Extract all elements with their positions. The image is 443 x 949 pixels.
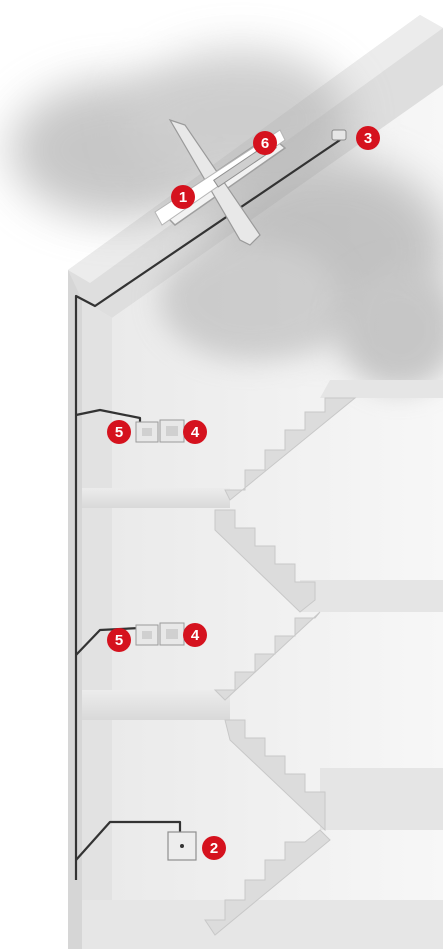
upper-smoke-detector-marker: 4: [183, 420, 207, 444]
landing-top-right: [320, 380, 443, 398]
floor-slab-ground: [82, 900, 443, 949]
inner-left-wall: [82, 300, 112, 949]
landing-mid-right: [300, 580, 443, 612]
floor-slab-upper: [82, 488, 230, 508]
rain-wind-sensor-icon: [332, 130, 346, 140]
lower-devices: [136, 623, 184, 645]
actuator-marker-number: 6: [261, 135, 269, 152]
control-panel-marker: 2: [202, 836, 226, 860]
rain-wind-sensor-marker: 3: [356, 126, 380, 150]
lower-vent-switch-marker-number: 5: [115, 632, 123, 649]
roof-vent-window-marker: 1: [171, 185, 195, 209]
upper-vent-switch-marker: 5: [107, 420, 131, 444]
lower-smoke-detector-marker: 4: [183, 623, 207, 647]
upper-devices: [136, 420, 184, 442]
lower-vent-switch-marker: 5: [107, 628, 131, 652]
lower-smoke-detector-marker-number: 4: [191, 627, 200, 644]
control-panel-icon: [168, 832, 196, 860]
upper-smoke-detector-marker-number: 4: [191, 424, 200, 441]
actuator-marker: 6: [253, 131, 277, 155]
upper-vent-switch-marker-number: 5: [115, 424, 123, 441]
landing-low-right: [320, 768, 443, 830]
roof-vent-window-marker-number: 1: [179, 189, 187, 206]
control-panel-marker-number: 2: [210, 840, 218, 857]
floor-slab-middle: [82, 690, 230, 720]
rain-wind-sensor-marker-number: 3: [364, 130, 372, 147]
